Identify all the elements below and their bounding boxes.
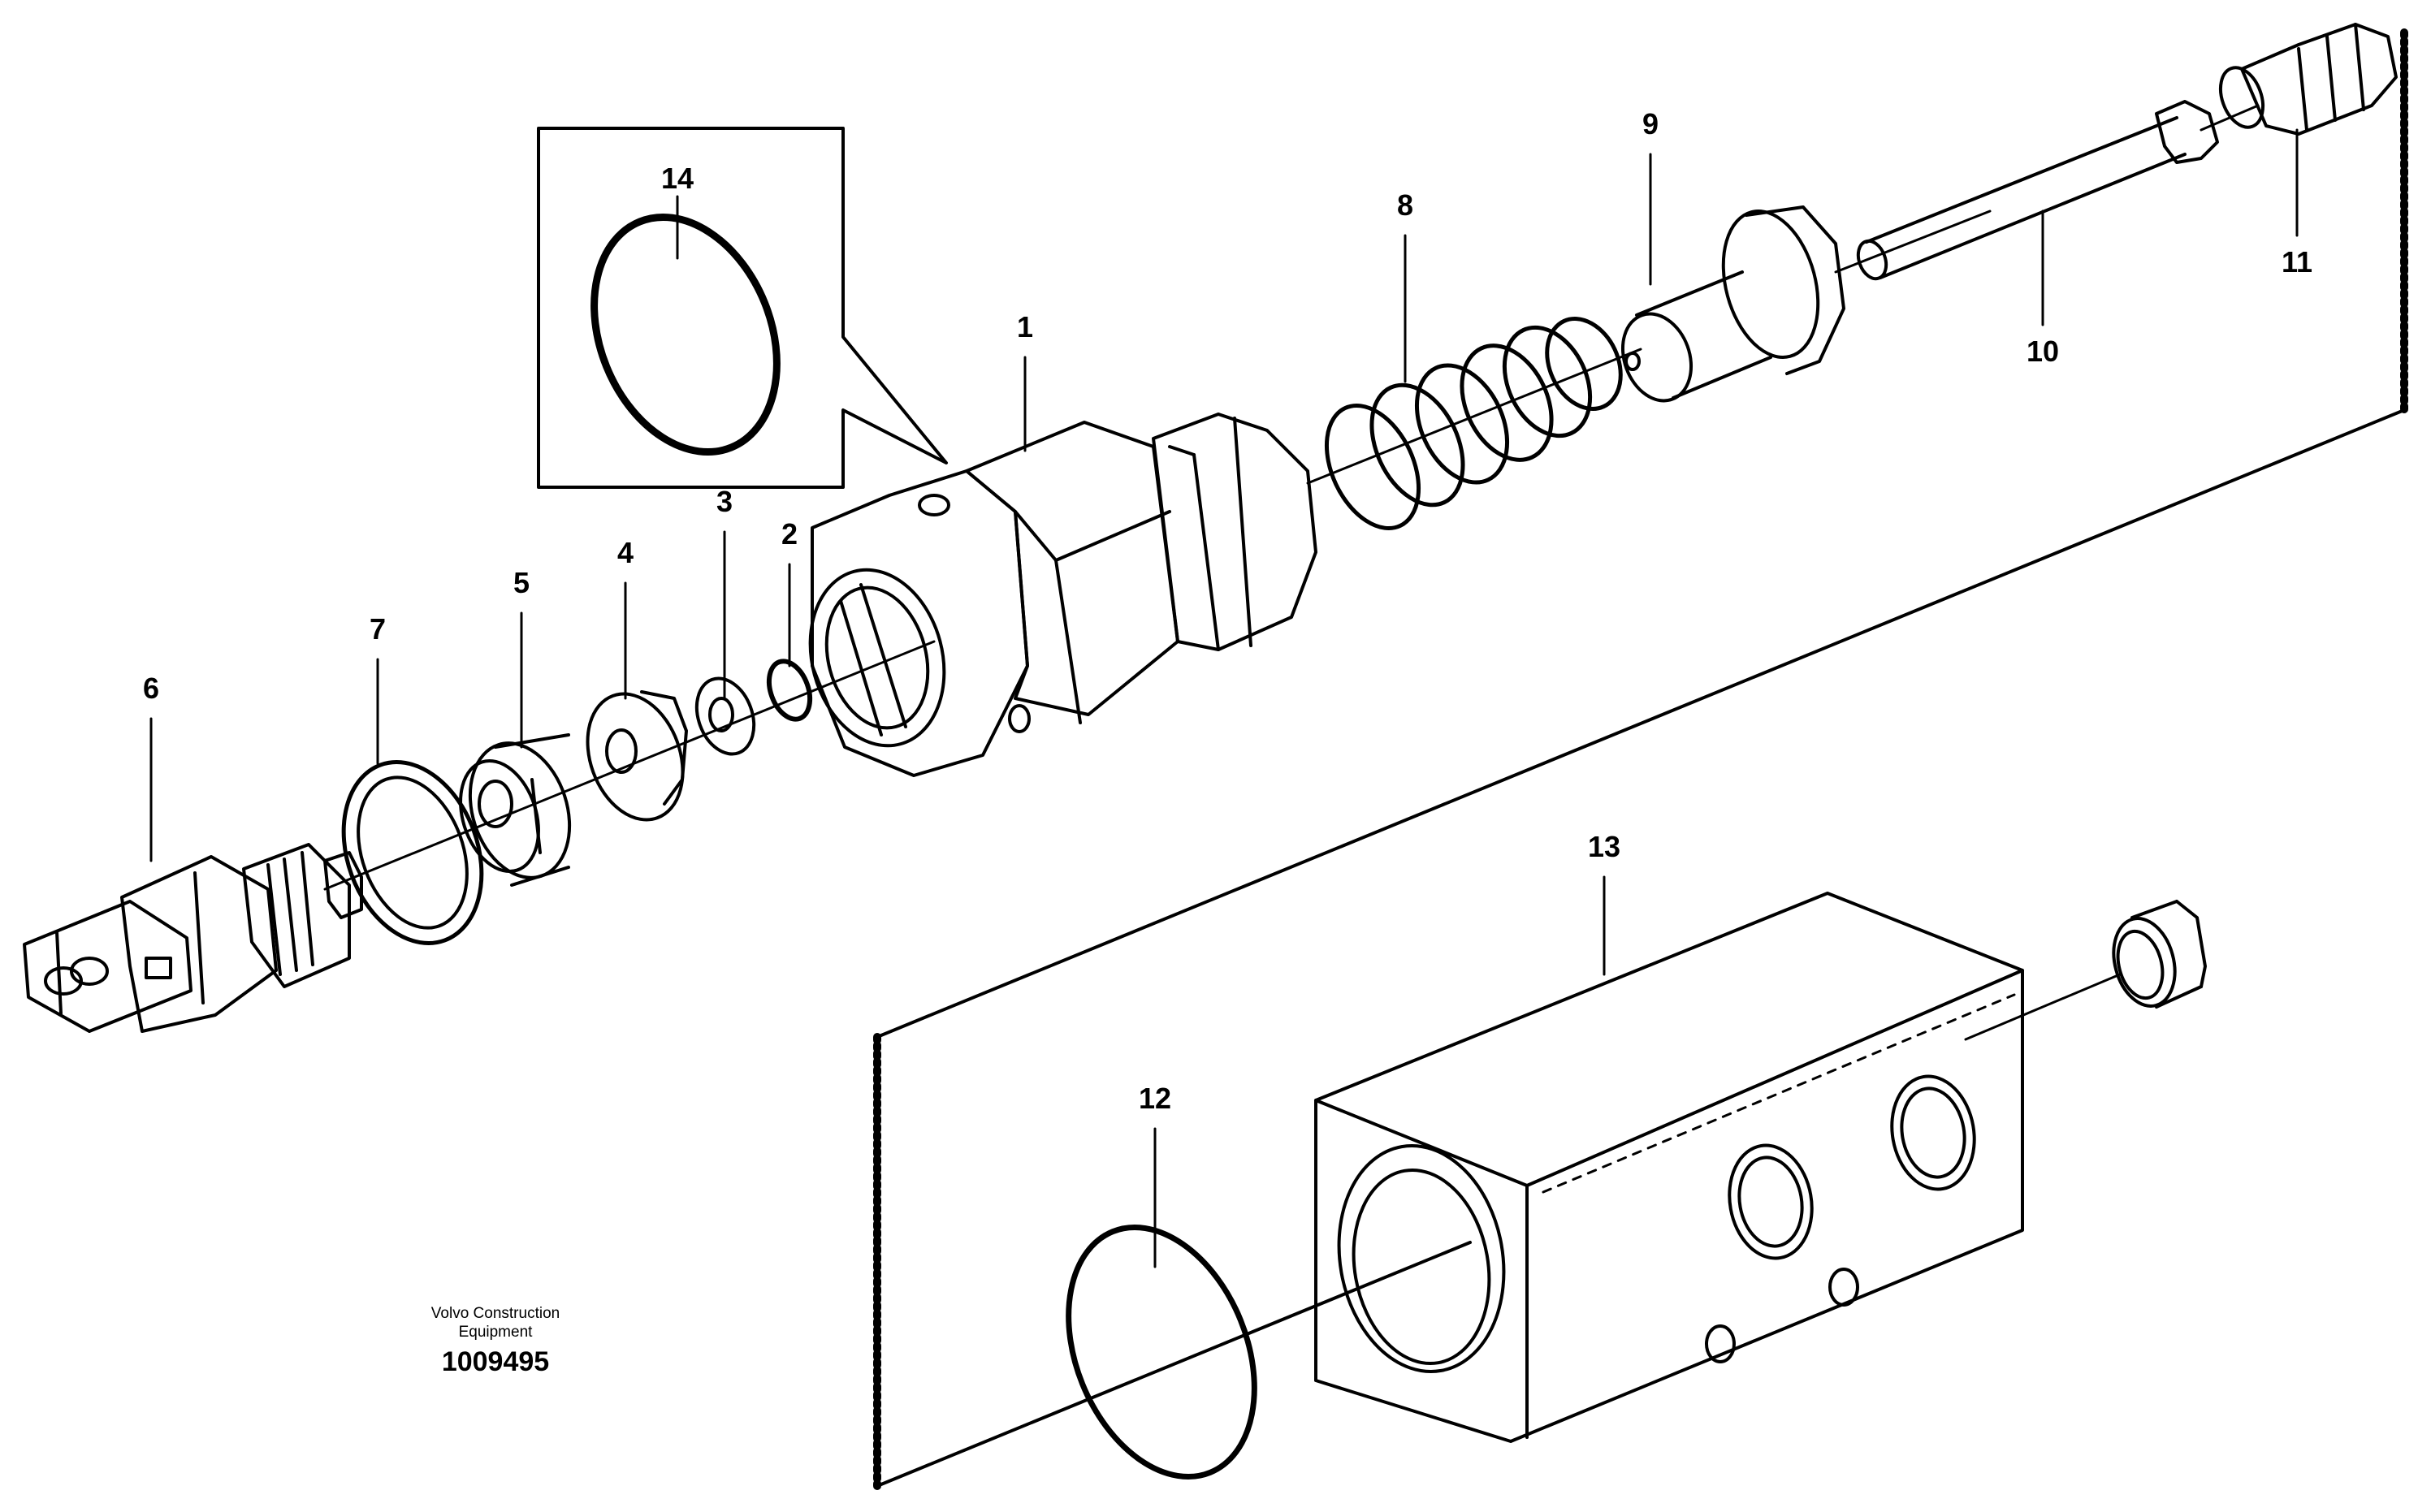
- callout-7: 7: [370, 612, 386, 646]
- company-name-line2: Equipment: [458, 1324, 533, 1341]
- callout-1: 1: [1017, 310, 1033, 343]
- diagram-reference-number: 1009495: [441, 1346, 550, 1377]
- ring-7: [341, 760, 484, 945]
- callout-9: 9: [1642, 107, 1659, 140]
- pressure-sensor-6: [23, 843, 363, 1033]
- callout-leaders: [149, 128, 2299, 1268]
- o-ring-12: [1066, 1225, 1257, 1480]
- block-plug: [2112, 900, 2207, 1009]
- company-name-line1: Volvo Construction: [430, 1305, 560, 1322]
- callout-8: 8: [1397, 188, 1413, 222]
- piston-9: [1620, 205, 1845, 403]
- detail-inset: [537, 127, 948, 489]
- o-ring-2: [766, 659, 813, 722]
- washer-3: [694, 676, 756, 756]
- valve-body-1: [808, 413, 1317, 777]
- callout-3: 3: [716, 485, 733, 518]
- section-frame: [873, 28, 2408, 1490]
- callout-14: 14: [661, 162, 694, 195]
- plug-11: [2218, 23, 2398, 136]
- callout-12: 12: [1139, 1082, 1171, 1115]
- callout-5: 5: [513, 566, 530, 599]
- callout-10: 10: [2027, 335, 2059, 368]
- callout-13: 13: [1588, 830, 1620, 863]
- o-ring-14: [590, 213, 781, 456]
- callout-6: 6: [143, 672, 159, 705]
- callout-2: 2: [781, 517, 798, 551]
- valve-disc-4: [586, 690, 688, 822]
- valve-block-13: [1314, 892, 2024, 1443]
- rod-10: [1856, 100, 2219, 281]
- diagram-footer: Volvo Construction Equipment 1009495: [357, 1304, 634, 1378]
- callout-labels: 1 2 3 4 5 6 7 8 9 10 11 12 13 14: [143, 107, 2312, 1115]
- callout-4: 4: [617, 536, 634, 569]
- valve-seat-5: [459, 733, 572, 887]
- spring-8: [1324, 317, 1623, 531]
- callout-11: 11: [2282, 245, 2312, 279]
